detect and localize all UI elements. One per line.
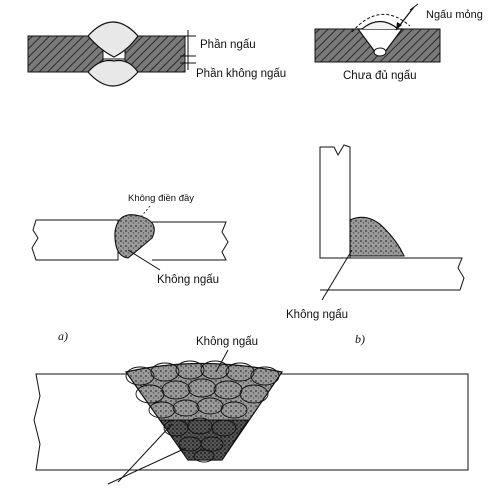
- bead-outlines: [125, 360, 280, 463]
- leader-khong-ngau-b: [321, 249, 353, 301]
- label-khong-ngau-bottom: Không ngấu: [196, 336, 258, 348]
- dashed-arc: [351, 13, 411, 33]
- label-fig-a: a): [58, 329, 68, 343]
- arrow-tick: [409, 3, 419, 11]
- insufficient-penetration-figure: Ngấu mỏng Chưa đủ ngấu: [314, 3, 483, 82]
- horizontal-plate-b: [320, 257, 465, 291]
- right-plate-top-left: [124, 35, 186, 73]
- leader-khong-ngau-top: [215, 349, 229, 373]
- label-phan-ngau: Phần ngấu: [200, 39, 256, 51]
- leader-khong-ngau-a: [127, 249, 161, 271]
- weld-a-nugget: [114, 214, 155, 259]
- leader-khong-dien-day: [139, 205, 151, 219]
- plate-a-upper: [31, 219, 119, 261]
- label-phan-khong-ngau: Phần không ngấu: [196, 68, 286, 80]
- label-khong-ngau-a: Không ngấu: [157, 274, 219, 286]
- weld-b-fillet: [349, 216, 405, 257]
- vertical-plate-b: [319, 144, 351, 259]
- label-ngau-mong: Ngấu mỏng: [426, 9, 483, 21]
- leader-root-2: [107, 447, 187, 485]
- weld-bead-upper: [87, 21, 139, 58]
- label-chua-du-ngau: Chưa đủ ngấu: [343, 70, 417, 82]
- butt-weld-penetration-figure: Phần ngấu Phần không ngấu: [27, 21, 286, 87]
- label-khong-ngau-b: Không ngấu: [286, 309, 348, 321]
- multipass-weld-figure: Không ngấu: [33, 336, 469, 485]
- plate-a-right: [152, 221, 229, 261]
- figure-a-lap-joint: Không điền đầy Không ngấu a): [31, 193, 229, 343]
- weld-bead-lower: [87, 59, 139, 87]
- shallow-root: [373, 47, 387, 57]
- weld-cap: [361, 20, 399, 30]
- label-fig-b: b): [355, 332, 365, 346]
- bottom-plate-outline: [33, 373, 469, 471]
- leader-root-1: [117, 423, 173, 483]
- figure-b-t-joint: Không ngấu b): [286, 144, 465, 346]
- left-plate-top-left: [27, 35, 104, 73]
- arrowhead-ngau-mong: [396, 22, 402, 30]
- label-khong-dien-day: Không điền đầy: [128, 193, 194, 204]
